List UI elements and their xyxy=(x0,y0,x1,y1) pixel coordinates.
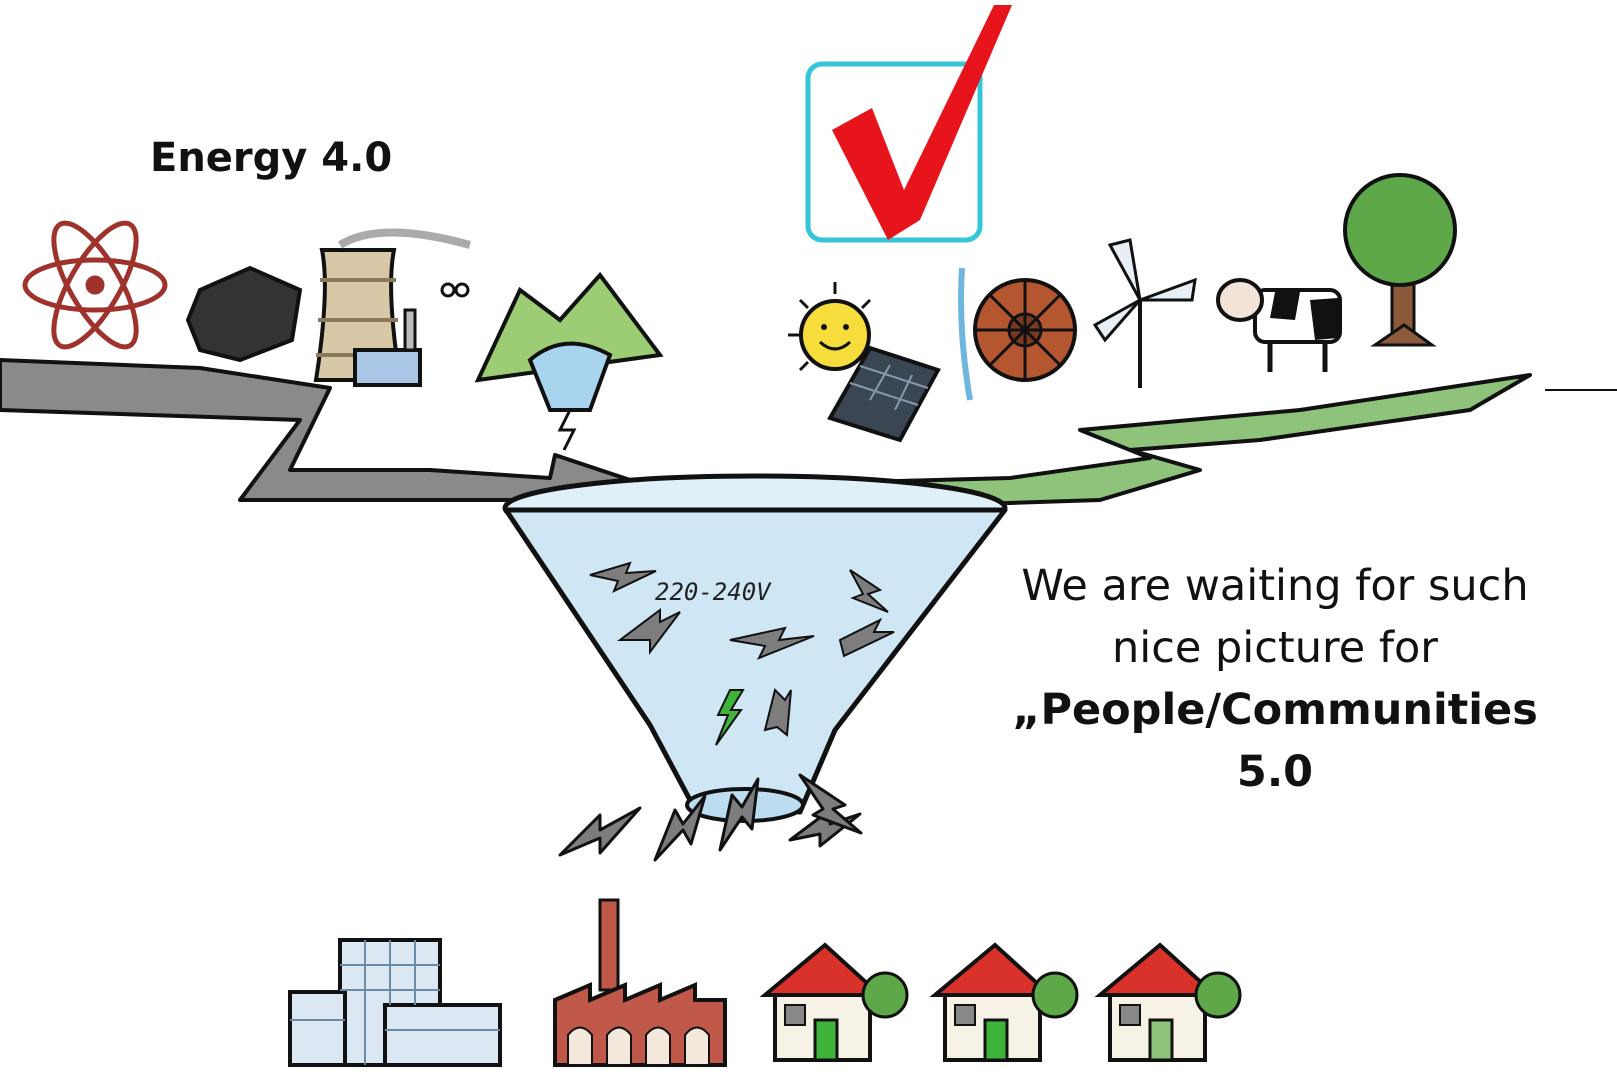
house-icon xyxy=(929,942,1079,1062)
voltage-label: 220-240V xyxy=(655,578,772,606)
house-icon xyxy=(759,942,909,1062)
atom-icon xyxy=(22,220,168,350)
coal-icon xyxy=(185,265,303,363)
output-arrows-icon xyxy=(558,773,863,862)
caption-line-3: „People/Communities xyxy=(1012,685,1538,735)
checkbox-check-icon xyxy=(805,5,1012,243)
factory-icon xyxy=(553,898,727,1067)
solar-panel-icon xyxy=(827,345,941,443)
cow-icon xyxy=(1216,278,1342,372)
sun-icon xyxy=(788,282,872,372)
funnel-icon xyxy=(502,473,1008,823)
divider-line xyxy=(1545,389,1617,391)
caption-line-2: nice picture for xyxy=(1112,623,1438,673)
power-plant-icon xyxy=(313,228,472,387)
tree-icon xyxy=(1343,173,1457,347)
house-icon xyxy=(1094,942,1242,1062)
water-wheel-icon xyxy=(958,267,1077,401)
caption-line-1: We are waiting for such xyxy=(1021,561,1529,611)
caption-text: We are waiting for such nice picture for… xyxy=(990,555,1560,803)
energy-heading: Energy 4.0 xyxy=(150,135,393,181)
hydro-dam-icon xyxy=(474,271,664,451)
office-building-icon xyxy=(288,938,502,1067)
wind-turbine-icon xyxy=(1092,238,1197,388)
caption-line-4: 5.0 xyxy=(1236,747,1314,797)
